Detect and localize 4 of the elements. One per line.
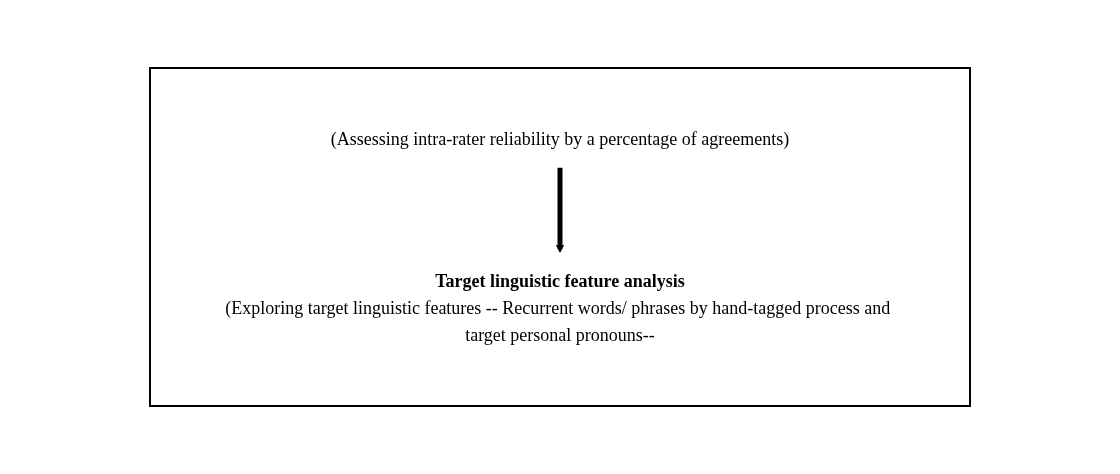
cluster bbox=[149, 67, 971, 407]
node-text: (Assessing intra-rater reliability by a percentage of agreements) bbox=[330, 128, 790, 149]
node-text: Target linguistic feature analysis (Exploring target linguistic features -- Recurrent words/ phrases by hand-tagged process and target personal pronouns-- bbox=[225, 270, 891, 345]
arrow bbox=[555, 167, 565, 253]
